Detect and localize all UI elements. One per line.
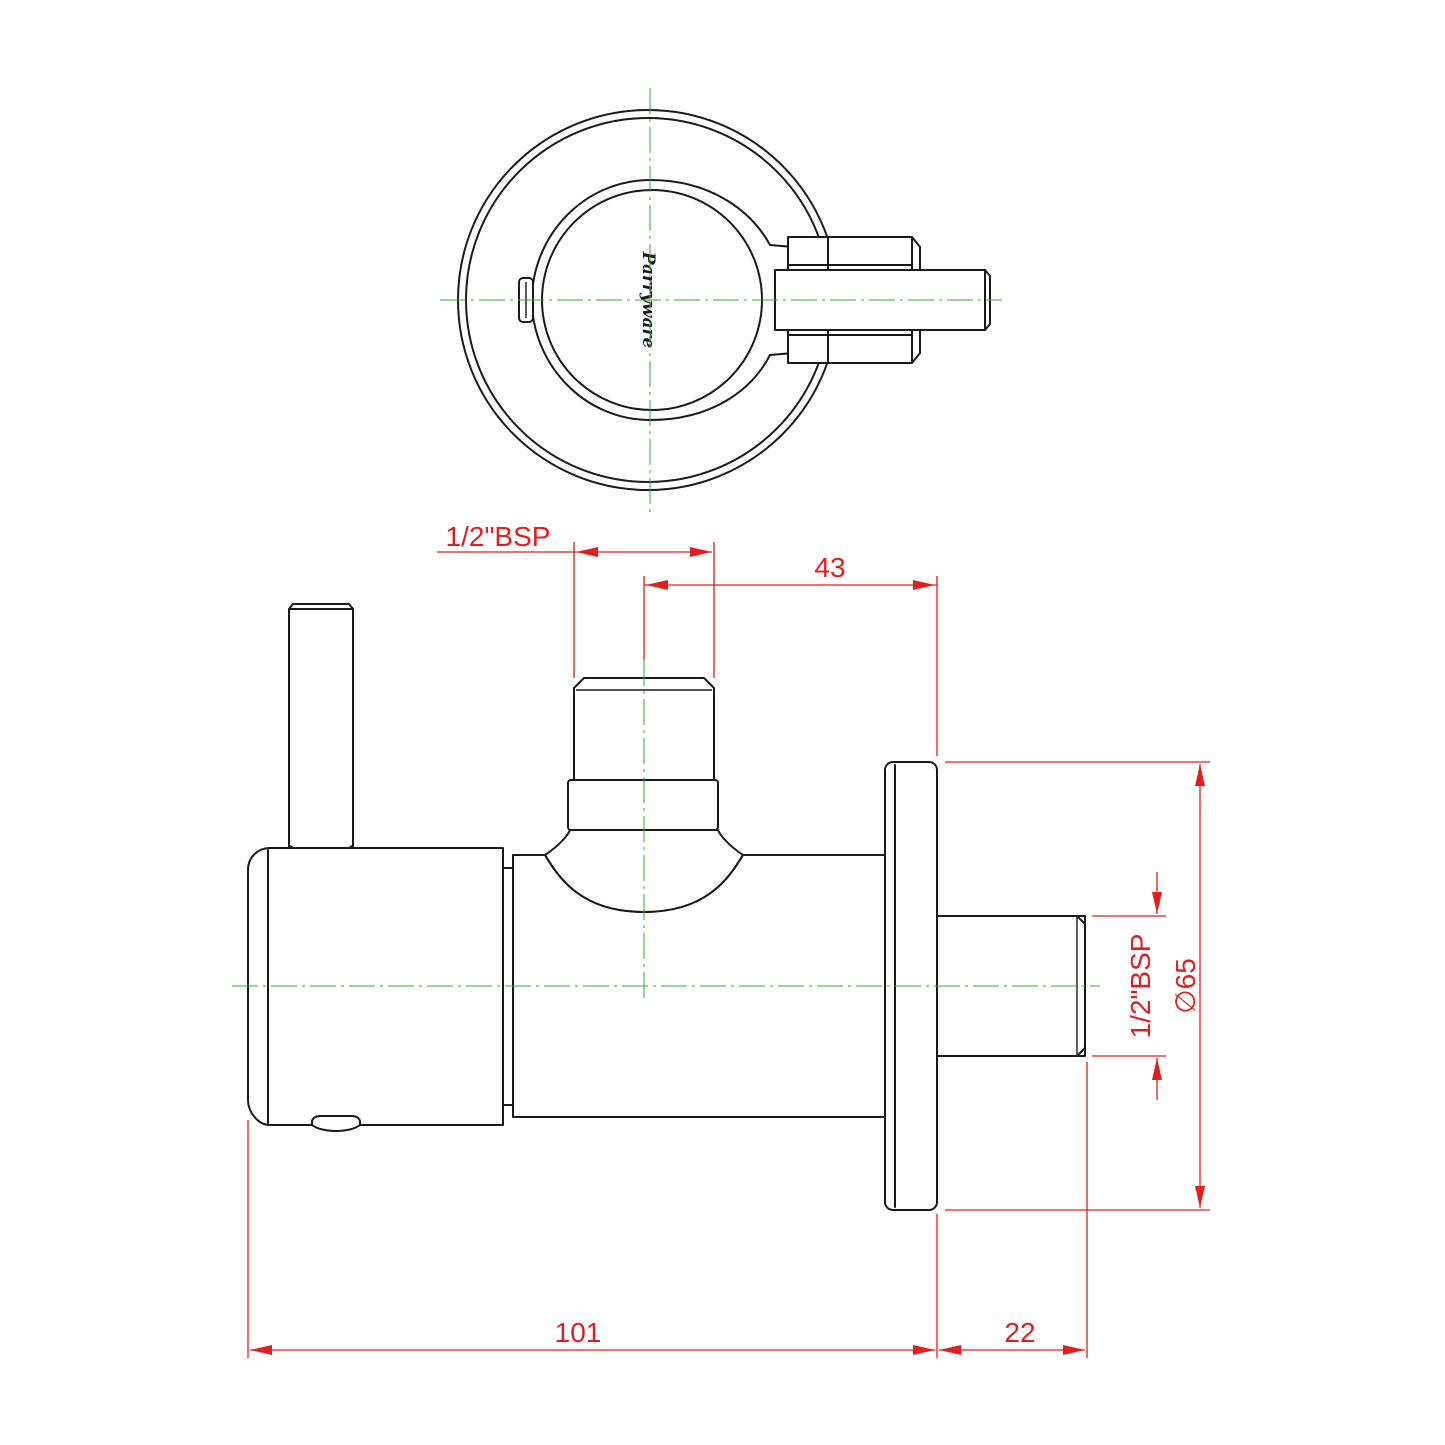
inlet-thread-pipe (573, 677, 715, 781)
dim-outlet-arrow-bottom (1152, 1058, 1162, 1080)
dim-65-arrow-bottom (1195, 1186, 1205, 1208)
screw-front (311, 1115, 361, 1132)
dim-inlet-label: 1/2"BSP (446, 521, 551, 552)
handle-lever-tip-front (288, 603, 354, 610)
dim-outlet-label: 1/2"BSP (1125, 934, 1156, 1039)
dim-22-label: 22 (1004, 1317, 1035, 1348)
inlet-hex-nut (567, 779, 719, 831)
dim-43-label: 43 (814, 552, 845, 583)
valve-head (247, 847, 504, 1126)
dim-101-arrow-right (913, 1345, 935, 1355)
dim-43-arrow-left (646, 580, 668, 590)
dim-65-arrow-top (1195, 764, 1205, 786)
top-view: Parryware (440, 88, 1002, 512)
dim-22-arrow-right (1063, 1345, 1085, 1355)
dim-43-arrow-right (913, 580, 935, 590)
dim-22-arrow-left (939, 1345, 961, 1355)
dim-65-label: ∅65 (1170, 958, 1201, 1014)
dim-outlet-arrow-top (1152, 892, 1162, 914)
dim-101-label: 101 (555, 1317, 602, 1348)
handle-lever (288, 608, 354, 853)
dimensions: 1/2"BSP 43 ∅65 1/2"BSP 101 (247, 521, 1210, 1358)
front-view (232, 603, 1100, 1211)
dim-inlet-arrow-right (690, 547, 712, 557)
dim-101-arrow-left (250, 1345, 272, 1355)
dim-inlet-arrow-left (576, 547, 598, 557)
